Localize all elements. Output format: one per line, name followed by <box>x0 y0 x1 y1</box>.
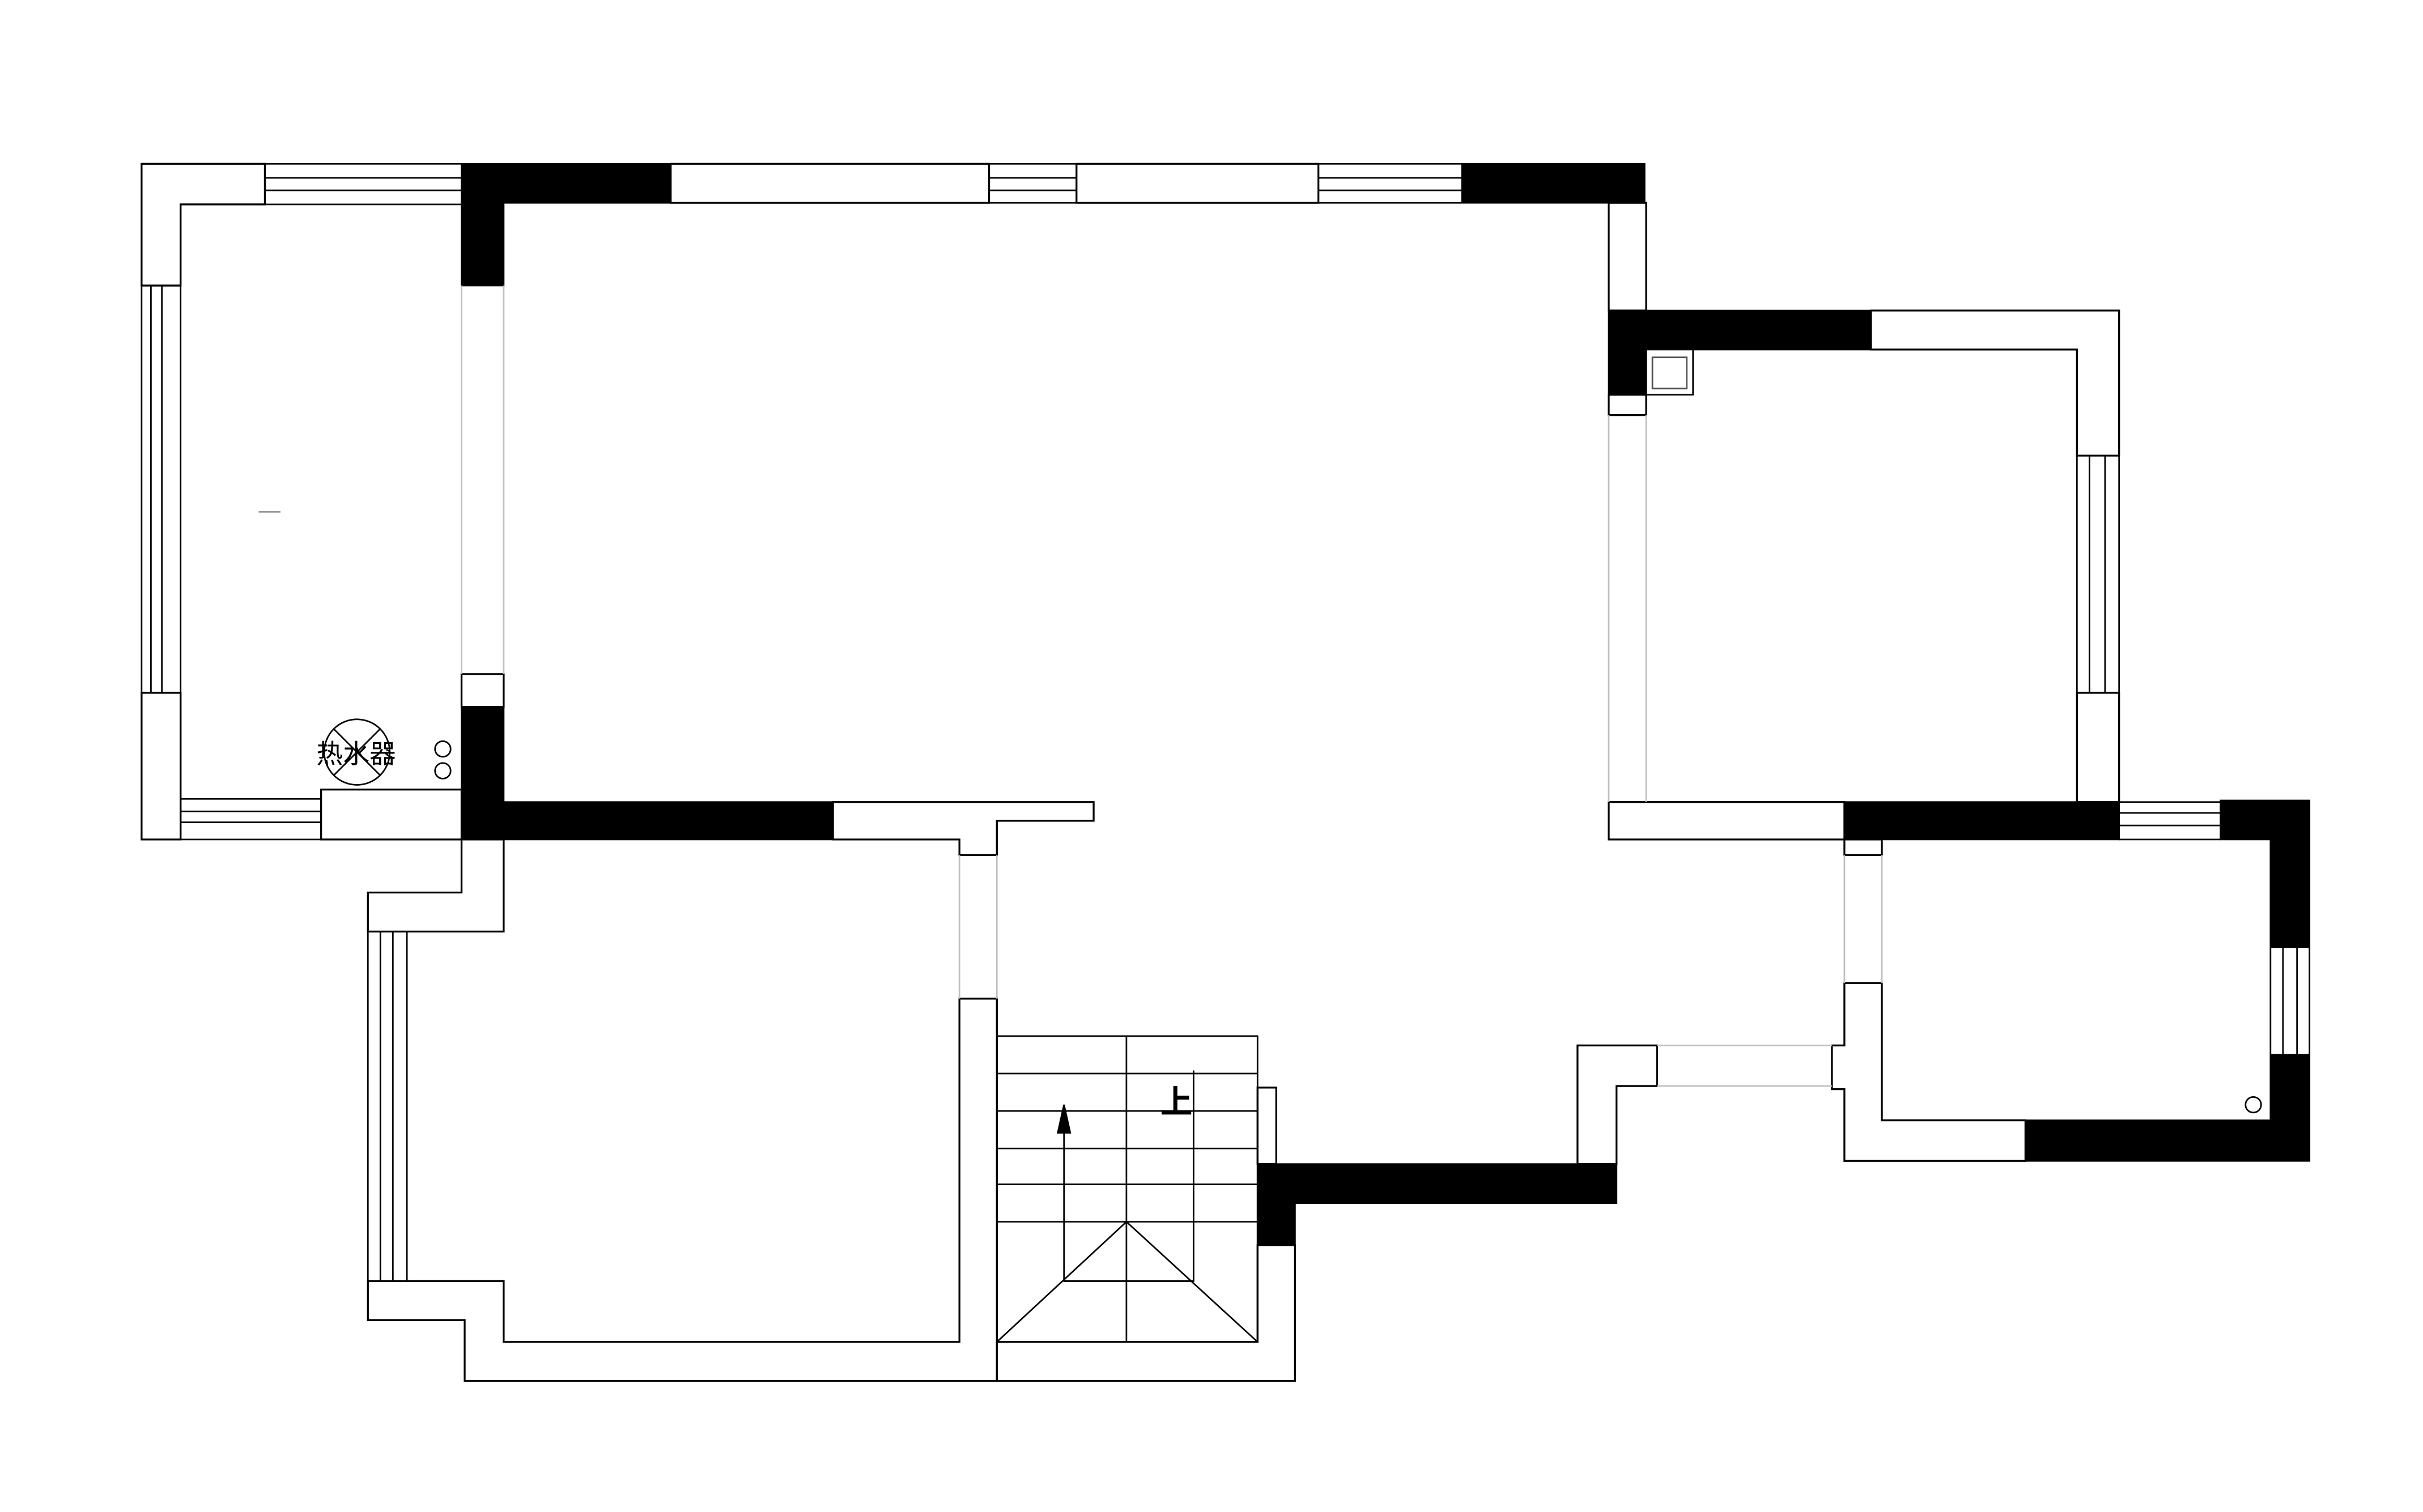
window-balcony-top <box>265 163 462 206</box>
window-balcony-left <box>141 286 182 693</box>
wall-pier-white <box>460 673 505 708</box>
window-bath-top <box>2119 801 2221 841</box>
wall-bath-left <box>1831 982 2027 1162</box>
wall-mid-divider <box>832 801 1095 857</box>
wall-solid-bath-topright <box>2220 799 2311 948</box>
wall-bath-pier <box>1843 838 1883 857</box>
stairs-up-label: 上 <box>1161 1084 1192 1120</box>
door-openings <box>461 286 1883 1087</box>
wall-balcony-bottom <box>320 789 463 841</box>
solid-walls <box>461 163 2311 1246</box>
wall-solid-rightroom-bottom <box>1843 801 2120 841</box>
wall-solid-topleft <box>461 163 671 287</box>
fixtures: 热水器 <box>258 348 2262 1114</box>
open-walls <box>141 163 2120 1382</box>
windows <box>141 163 2311 1281</box>
window-rightroom-right <box>2076 455 2120 693</box>
wall-corridor-step <box>1576 1044 1659 1165</box>
window-top-middle <box>989 163 1077 204</box>
wall-balcony-bottomleft <box>141 692 182 841</box>
wall-small-pier-right <box>1608 394 1647 416</box>
staircase: 上 <box>996 1035 1259 1343</box>
wall-solid-topright <box>1461 163 1646 204</box>
window-lowerleft <box>367 931 408 1281</box>
wall-right-room-lower <box>2076 692 2120 803</box>
wall-lowerleft-top <box>367 838 505 933</box>
pipe-icon <box>434 762 452 780</box>
wall-balcony-topleft <box>141 163 266 287</box>
wall-stair-right <box>1256 1087 1277 1165</box>
wall-solid-lower-mid <box>1256 1163 1618 1246</box>
wall-right-room-outer <box>1870 309 2120 457</box>
floor-drain-icon <box>2245 1096 2262 1114</box>
stair-direction-arrow <box>1063 1070 1195 1282</box>
wall-stair-bottom <box>996 1244 1296 1382</box>
pipe-icon <box>434 740 452 758</box>
window-balcony-bottom <box>180 798 321 841</box>
wall-top-white <box>669 163 991 204</box>
window-bath-right <box>2269 947 2311 1055</box>
water-heater-label: 热水器 <box>316 739 396 770</box>
wall-lowerleft-bottom <box>367 998 998 1382</box>
wall-right-pier <box>1608 202 1647 312</box>
wall-top-white-2 <box>1076 163 1320 204</box>
wall-solid-heater-column <box>461 706 834 841</box>
wall-right-room-bottom <box>1608 801 1846 841</box>
wall-solid-bath-bottomright <box>2025 1054 2311 1162</box>
window-top-right <box>1318 163 1463 204</box>
